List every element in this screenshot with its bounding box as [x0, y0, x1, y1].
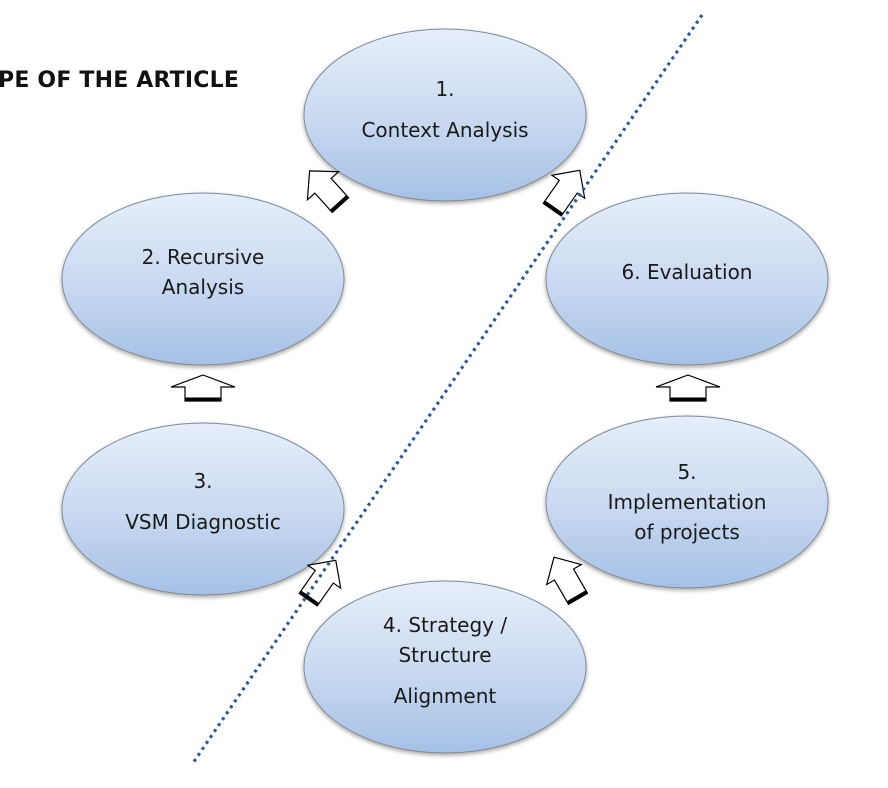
- block-arrow-icon: [655, 374, 721, 402]
- arrow-shadow-edge: [298, 590, 320, 607]
- node-label-line: of projects: [634, 520, 739, 544]
- arrow-shadow-edge: [566, 590, 588, 605]
- node-label-line: 6. Evaluation: [622, 260, 753, 284]
- node-label-line: 4. Strategy /: [383, 613, 507, 637]
- article-scope-heading: PE OF THE ARTICLE: [0, 68, 240, 93]
- node-label-line: Structure: [398, 643, 491, 667]
- node-label-line: Context Analysis: [361, 118, 528, 142]
- arrow-implementation-of-projects-to-evaluation: [655, 374, 721, 402]
- node-label-line: VSM Diagnostic: [125, 510, 281, 534]
- node-ellipse: [303, 580, 587, 754]
- arrow-recursive-analysis-to-context-analysis: [306, 170, 350, 214]
- node-label-line: 3.: [193, 469, 212, 493]
- node-ellipse: [545, 192, 829, 366]
- node-ellipse: [545, 415, 829, 589]
- block-arrow-icon: [170, 374, 236, 402]
- node-label-line: Implementation: [608, 490, 767, 514]
- arrow-evaluation-to-context-analysis: [542, 169, 586, 217]
- node-ellipse: [303, 28, 587, 202]
- node-label-line: Analysis: [162, 275, 244, 299]
- node-ellipse: [61, 192, 345, 366]
- node-label-line: 2. Recursive: [142, 245, 265, 269]
- node-context-analysis: 1. Context Analysis: [303, 28, 587, 202]
- arrow-shadow-edge: [542, 200, 564, 217]
- arrow-vsm-diagnostic-to-recursive-analysis: [170, 374, 236, 402]
- node-label-line: Alignment: [394, 684, 497, 708]
- node-implementation-of-projects: 5. Implementation of projects: [545, 415, 829, 589]
- node-evaluation: 6. Evaluation: [545, 192, 829, 366]
- node-ellipse: [61, 422, 345, 596]
- arrow-strategy-structure-alignment-to-vsm-diagnostic: [298, 559, 342, 607]
- arrow-shadow-edge: [329, 195, 349, 213]
- arrows-layer: [170, 169, 721, 607]
- node-vsm-diagnostic: 3. VSM Diagnostic: [61, 422, 345, 596]
- arrow-strategy-structure-alignment-to-implementation-of-projects: [545, 556, 589, 606]
- node-label-line: 5.: [677, 460, 696, 484]
- node-label-line: 1.: [435, 77, 454, 101]
